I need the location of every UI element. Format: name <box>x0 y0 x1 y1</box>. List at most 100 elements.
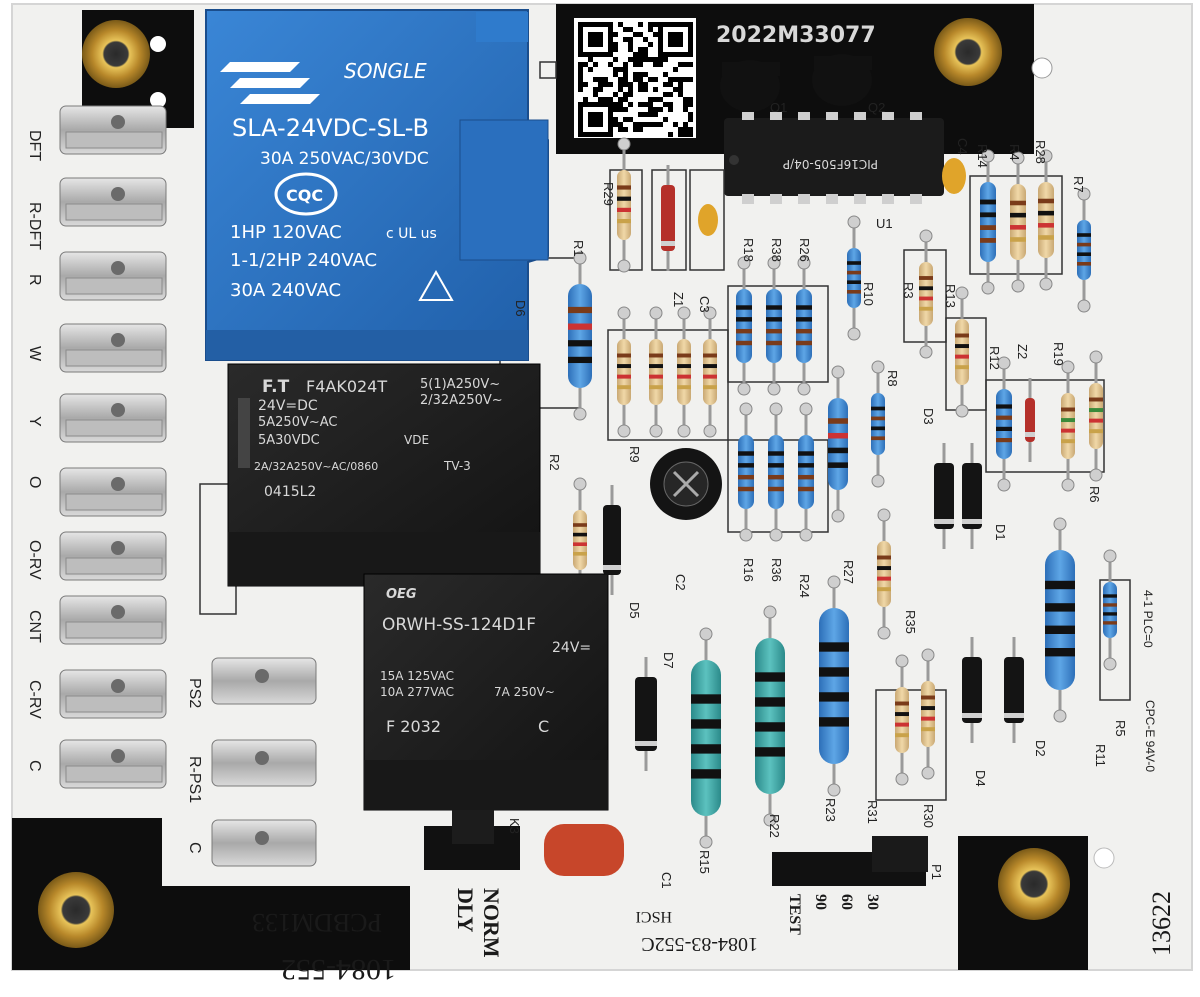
transistor-q2 <box>812 54 872 106</box>
test-label-90: 90 <box>812 894 829 910</box>
ref-u1: U1 <box>876 216 893 231</box>
ref-z1: Z1 <box>671 292 686 307</box>
delay-jumper[interactable] <box>424 810 520 870</box>
bottom-terminal-block <box>211 657 317 867</box>
mounting-hole-icon <box>82 20 150 88</box>
ref-r7: R7 <box>1071 176 1086 193</box>
ref-p1: P1 <box>929 864 944 880</box>
relay3-code: F 2032 <box>386 717 441 736</box>
relay2-rating-3: 5A250V~AC <box>258 415 338 430</box>
bottom-terminal-label-0: PS2 <box>186 678 203 708</box>
qr-code-icon <box>574 18 696 138</box>
ul-mark: CPC-E 94V-0 <box>1143 700 1157 772</box>
jumper-label-norm: NORM <box>479 888 504 958</box>
relay-ft-black <box>227 363 541 587</box>
main-relay-cert: CQC <box>286 186 323 205</box>
ref-r6: R6 <box>1087 486 1102 503</box>
ref-r2: R2 <box>547 454 562 471</box>
ref-r4: R4 <box>1007 144 1022 161</box>
hsci-label: HSCI <box>636 908 672 925</box>
main-relay-model: SLA-24VDC-SL-B <box>232 114 429 142</box>
ref-r14: R14 <box>975 144 990 168</box>
terminal-label-0: DFT <box>26 130 43 161</box>
ref-r9: R9 <box>627 446 642 463</box>
ref-r27: R27 <box>841 560 856 584</box>
relay2-rating-4: 5A30VDC <box>258 433 320 448</box>
ref-r1: R1 <box>571 240 586 257</box>
relay3-rating-2: 10A 277VAC <box>380 685 454 699</box>
ref-r11: R11 <box>1093 744 1108 767</box>
ref-r8: R8 <box>885 370 900 387</box>
transistor-q1 <box>720 60 780 112</box>
film-capacitor-c1 <box>544 824 624 876</box>
ref-r19: R19 <box>1051 342 1066 366</box>
board-code: 1084-83-552C <box>641 933 758 955</box>
warning-triangle-icon <box>418 269 454 301</box>
ref-q1: Q1 <box>770 100 787 115</box>
ref-c2: C2 <box>673 574 688 591</box>
relay3-brand: OEG <box>386 587 417 602</box>
test-header[interactable] <box>772 836 928 886</box>
ref-r18: R18 <box>741 238 756 262</box>
ref-r5: R5 <box>1113 720 1128 737</box>
relay2-rating-5: 2A/32A250V~AC/0860 <box>254 460 378 473</box>
terminal-label-9: C <box>26 760 43 772</box>
relay3-cmark: C <box>538 717 549 736</box>
ref-d3: D3 <box>921 408 936 425</box>
relay3-rating-3: 7A 250V~ <box>494 685 555 699</box>
chip-label: PIC16F505-04/P <box>783 157 878 171</box>
ref-d5: D5 <box>627 602 642 619</box>
part-number: 1084-552 <box>281 953 396 986</box>
mounting-hole-icon <box>998 848 1070 920</box>
relay2-code: 0415L2 <box>264 484 316 500</box>
terminal-label-7: CNT <box>26 610 43 643</box>
ref-r12: R12 <box>987 346 1002 370</box>
terminal-label-2: R <box>26 274 43 286</box>
test-label-30: 30 <box>864 894 881 910</box>
terminal-label-3: W <box>26 346 43 362</box>
ref-k3: K3 <box>507 818 522 834</box>
relay2-coil: 24V=DC <box>258 398 318 414</box>
ref-d2: D2 <box>1033 740 1048 757</box>
main-relay-rating-2: 1HP 120VAC <box>230 222 342 243</box>
ref-c3: C3 <box>697 296 712 313</box>
songle-logo-icon <box>220 62 320 104</box>
rev-code: 13622 <box>1147 891 1176 956</box>
ref-r26: R26 <box>797 238 812 262</box>
ref-r24: R24 <box>797 574 812 598</box>
relay2-rating-1: 5(1)A250V~ <box>420 377 500 392</box>
diode-array <box>603 165 1035 771</box>
main-relay-rating-4: 30A 240VAC <box>230 280 341 301</box>
ref-d4: D4 <box>973 770 988 787</box>
jumper-label-dly: DLY <box>453 888 478 933</box>
relay-oeg-black <box>363 573 609 811</box>
ref-d6: D6 <box>513 300 528 317</box>
ref-r31: R31 <box>865 800 880 824</box>
relay2-tv: TV-3 <box>443 459 471 473</box>
mounting-hole-icon <box>38 872 114 948</box>
relay3-rating-1: 15A 125VAC <box>380 669 454 683</box>
test-label: TEST <box>786 894 803 935</box>
relay2-brand: F.T <box>262 377 290 397</box>
terminal-label-4: Y <box>26 416 43 427</box>
ref-r29: R29 <box>601 182 616 206</box>
ref-r15: R15 <box>697 850 712 874</box>
main-relay-ul: c UL us <box>386 226 437 242</box>
main-relay-brand: SONGLE <box>344 59 427 83</box>
relay2-rating-2: 2/32A250V~ <box>420 393 503 408</box>
ref-r22: R22 <box>767 814 782 838</box>
relay2-model: F4AK024T <box>306 377 387 396</box>
main-relay-rating-3: 1-1/2HP 240VAC <box>230 250 377 271</box>
ref-r3: R3 <box>901 282 916 299</box>
bottom-terminal-label-1: R-PS1 <box>186 756 203 803</box>
ref-d1: D1 <box>993 524 1008 541</box>
mask-bottom-label <box>160 886 410 970</box>
microcontroller-chip <box>724 112 944 204</box>
pcb-id: PCBDM133 <box>252 908 382 937</box>
terminal-label-1: R-DFT <box>26 202 43 250</box>
ref-r10: R10 <box>861 282 876 306</box>
ref-r16: R16 <box>741 558 756 582</box>
electrolytic-capacitor-c2 <box>650 448 722 520</box>
